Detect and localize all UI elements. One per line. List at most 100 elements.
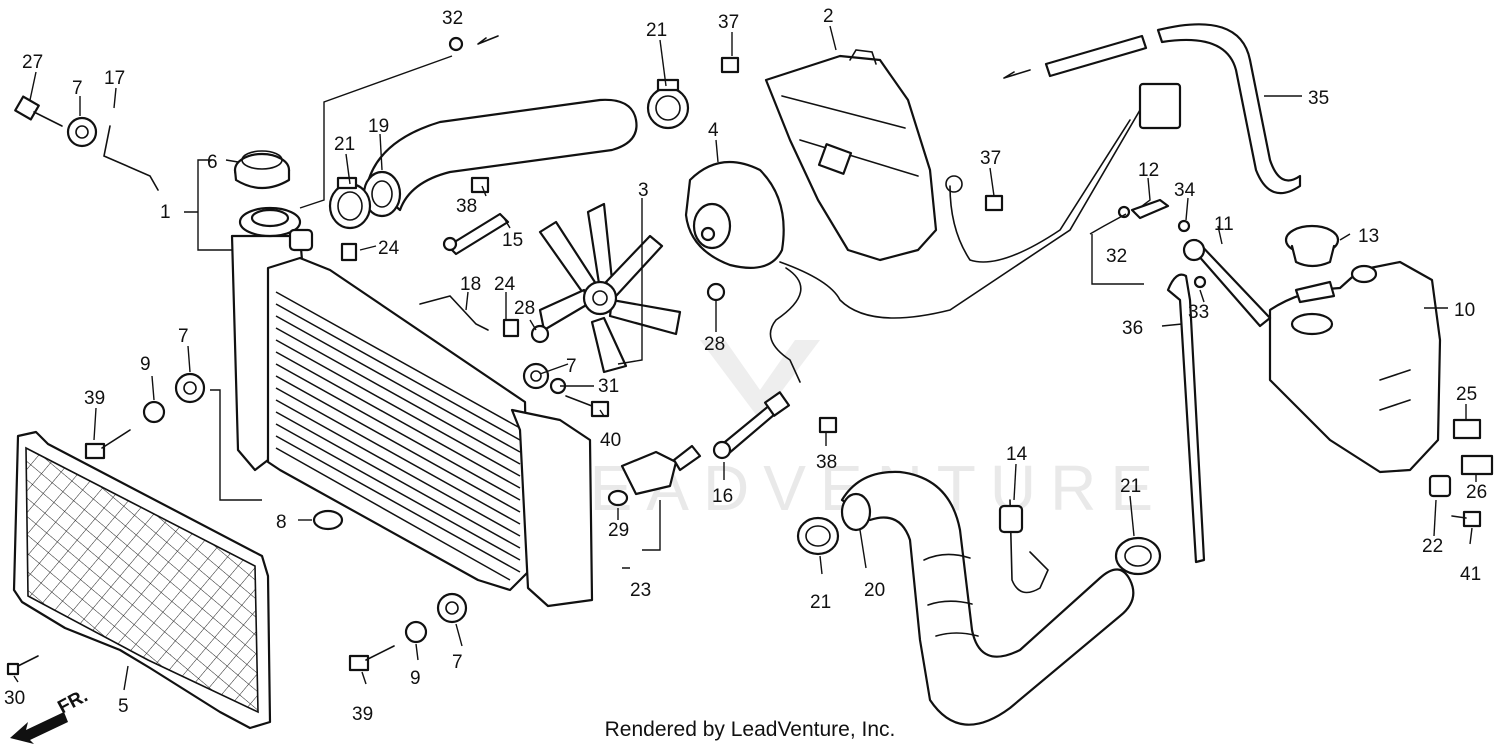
bolt-part-41 — [1451, 510, 1482, 528]
callout-21-lower: 21 — [810, 592, 831, 613]
bolt-part-27 — [14, 95, 63, 127]
callout-14: 14 — [1006, 444, 1028, 465]
callout-9-lower: 9 — [410, 668, 421, 689]
direction-arrow — [477, 35, 499, 45]
callout-5: 5 — [118, 696, 129, 717]
bolt-part-37b — [984, 194, 1004, 212]
callout-8: 8 — [276, 512, 287, 533]
callout-19: 19 — [368, 116, 389, 137]
callout-4: 4 — [708, 120, 719, 141]
grommet-part-7c — [522, 362, 550, 390]
callout-32: 32 — [442, 8, 463, 29]
hose-clamp-part-21d — [1114, 536, 1162, 576]
callout-21: 21 — [334, 134, 355, 155]
footer-credit: Rendered by LeadVenture, Inc. — [604, 718, 896, 741]
bolt-part-37a — [720, 56, 740, 74]
callout-18: 18 — [460, 274, 481, 295]
callout-26: 26 — [1466, 482, 1487, 503]
temp-sensor-part-23 — [607, 444, 702, 507]
elbow-part-12 — [1130, 198, 1170, 220]
label-part-26 — [1460, 454, 1494, 476]
stay-part-18 — [419, 295, 489, 331]
callout-38: 38 — [456, 196, 477, 217]
clip-part-24b — [502, 318, 520, 338]
callout-23: 23 — [630, 580, 651, 601]
callout-38-lower: 38 — [816, 452, 837, 473]
radiator-part-1 — [230, 206, 594, 608]
callout-33: 33 — [1188, 302, 1209, 323]
fan-blade-part-3 — [538, 202, 682, 374]
callout-3: 3 — [638, 180, 649, 201]
hose-clamp-part-21b — [646, 78, 690, 130]
callout-2: 2 — [823, 6, 834, 27]
collar-part-9b — [404, 620, 428, 644]
callouts: 27 7 17 6 1 21 19 32 21 37 2 35 38 15 24… — [4, 6, 1487, 725]
callout-1: 1 — [160, 202, 171, 223]
bracket-part-14 — [998, 499, 1049, 594]
callout-35: 35 — [1308, 88, 1329, 109]
callout-20: 20 — [864, 580, 885, 601]
callout-31: 31 — [598, 376, 619, 397]
clip-part-22 — [1428, 474, 1452, 498]
callout-37: 37 — [718, 12, 739, 33]
callout-40: 40 — [600, 430, 621, 451]
clip-part-32a — [448, 36, 464, 52]
callout-15: 15 — [502, 230, 523, 251]
callout-13: 13 — [1358, 226, 1379, 247]
direction-arrow-2 — [1003, 69, 1031, 79]
lower-hose-part-20 — [840, 470, 1135, 726]
callout-39-lower: 39 — [352, 704, 373, 725]
callout-22: 22 — [1422, 536, 1443, 557]
callout-34: 34 — [1174, 180, 1196, 201]
callout-16: 16 — [712, 486, 733, 507]
callout-39: 39 — [84, 388, 105, 409]
callout-24: 24 — [378, 238, 400, 259]
callout-11: 11 — [1214, 214, 1234, 235]
front-arrow-icon — [10, 712, 68, 744]
callout-32-right: 32 — [1106, 246, 1127, 267]
callout-10: 10 — [1454, 300, 1475, 321]
collar-part-9a — [142, 400, 166, 424]
front-marker-text: FR. — [54, 686, 91, 719]
fan-motor-part-4 — [684, 160, 785, 269]
callout-25: 25 — [1456, 384, 1477, 405]
bolt-part-38b — [818, 416, 838, 434]
clip-part-33 — [1193, 275, 1207, 289]
callout-17: 17 — [104, 68, 125, 89]
callout-24-center: 24 — [494, 274, 516, 295]
label-part-25 — [1452, 418, 1482, 440]
fitting-ring — [1182, 238, 1206, 262]
tank-cap-part-13 — [1284, 224, 1340, 268]
callout-27: 27 — [22, 52, 43, 73]
callout-28: 28 — [514, 298, 535, 319]
clip-part-34 — [1177, 219, 1191, 233]
bolt-part-39b — [348, 645, 395, 672]
callout-21-right: 21 — [1120, 476, 1141, 497]
callout-7-center: 7 — [566, 356, 577, 377]
hose-part-36 — [1166, 273, 1206, 564]
bolt-part-38a — [470, 176, 490, 194]
callout-7-lower: 7 — [452, 652, 463, 673]
reserve-tank-part-10 — [1268, 260, 1442, 474]
callout-21-top: 21 — [646, 20, 667, 41]
nut-part-28b — [706, 282, 726, 302]
bolt-part-16 — [712, 391, 791, 460]
bolt-part-40 — [565, 395, 610, 418]
clip-part-32b — [1117, 205, 1131, 219]
stay-part-15 — [442, 212, 510, 256]
grille-part-5 — [12, 430, 272, 730]
grommet-part-7d — [436, 592, 468, 624]
stay-part-17 — [103, 125, 159, 191]
hose-clamp-part-21 — [328, 176, 372, 230]
callout-7-left: 7 — [178, 326, 189, 347]
callout-12: 12 — [1138, 160, 1159, 181]
fan-shroud-part-2 — [764, 49, 938, 262]
bolt-part-30 — [6, 655, 39, 676]
grommet-part-7b — [174, 372, 206, 404]
callout-30: 30 — [4, 688, 25, 709]
callout-36: 36 — [1122, 318, 1143, 339]
leader-lines — [13, 25, 1477, 691]
callout-9: 9 — [140, 354, 151, 375]
clip-part-24a — [340, 242, 358, 262]
